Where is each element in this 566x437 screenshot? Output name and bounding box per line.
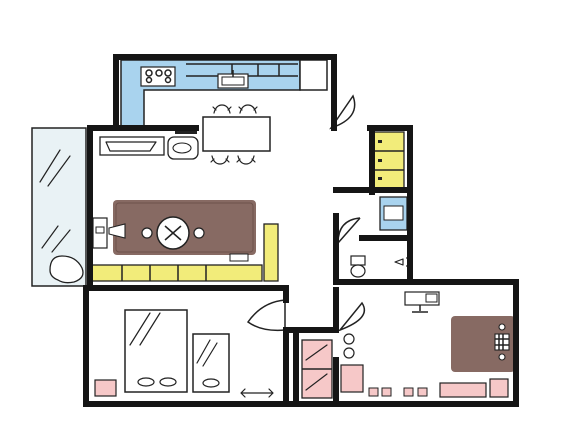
washbasin-icon-bath — [379, 196, 408, 231]
monitor-icon — [404, 291, 440, 313]
washbasin-icon — [167, 136, 199, 160]
desk-chair-icon — [494, 323, 510, 361]
toilet-icon — [350, 255, 366, 278]
stove-icon — [140, 66, 176, 87]
double-bed-icon — [124, 309, 188, 393]
wardrobe-icon-pink — [301, 339, 333, 399]
beanbag-icon — [49, 255, 84, 284]
chair-icon — [210, 104, 258, 165]
sofa-icon — [91, 223, 279, 282]
fridge — [299, 59, 328, 91]
wardrobe-icon — [373, 131, 405, 189]
coffee-table-icon — [141, 216, 205, 250]
dining-table-icon — [202, 116, 271, 152]
walls — [83, 54, 519, 407]
sink-icon — [217, 70, 249, 89]
single-bed-icon — [192, 333, 230, 393]
bench-icon-right — [340, 364, 509, 398]
bench-icon-left — [94, 379, 274, 398]
